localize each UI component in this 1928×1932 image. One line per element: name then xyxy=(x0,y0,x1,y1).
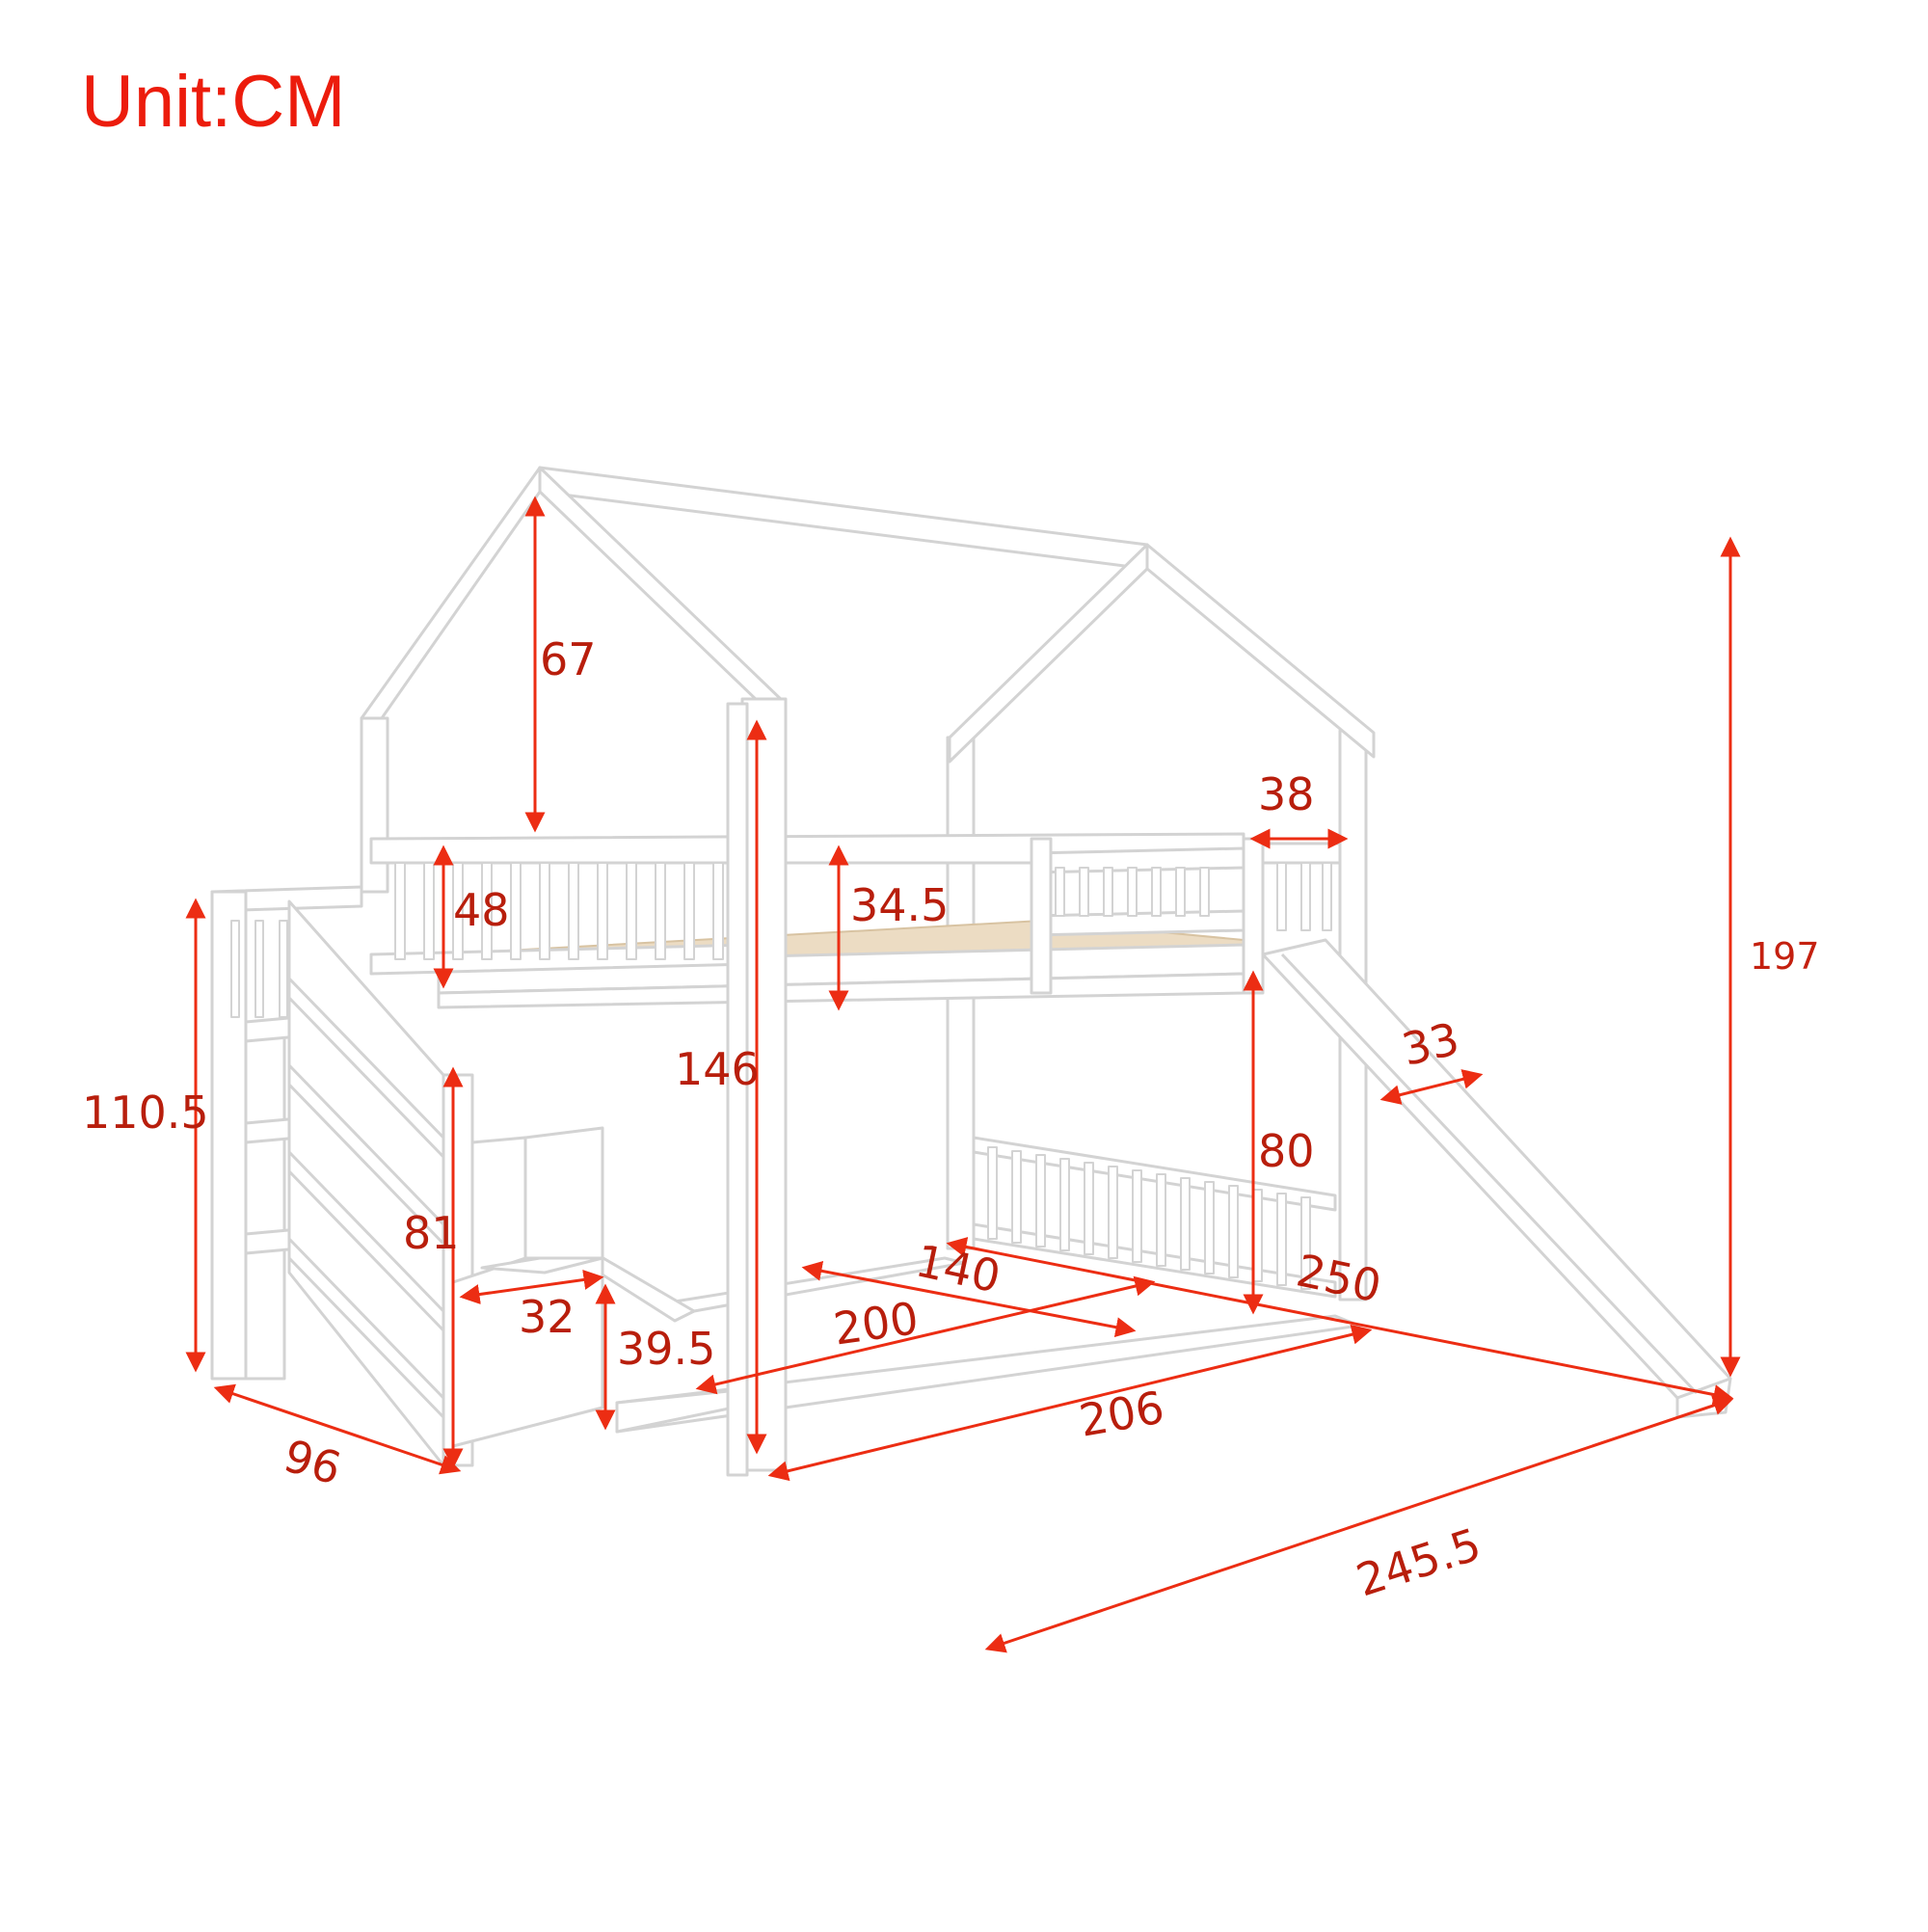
dim-step-height: 39.5 xyxy=(617,1323,715,1375)
dimension-lines xyxy=(185,496,1741,1653)
dim-total-height: 197 xyxy=(1750,935,1820,978)
dim-frame-length: 206 xyxy=(1076,1381,1168,1446)
dim-stair-height: 110.5 xyxy=(82,1087,209,1139)
dim-line-step-depth xyxy=(459,1270,604,1304)
roof-frame xyxy=(360,466,1376,894)
slide xyxy=(1261,938,1732,1419)
dim-length-with-slide: 250 xyxy=(1292,1244,1385,1312)
dim-slide-width: 33 xyxy=(1397,1012,1463,1076)
dim-line-total-length xyxy=(984,1395,1734,1653)
dim-step-depth: 32 xyxy=(519,1291,576,1343)
dim-under-clearance: 80 xyxy=(1258,1125,1315,1177)
dim-stair-box-height: 81 xyxy=(403,1207,460,1259)
dim-rail-gap: 34.5 xyxy=(850,879,949,931)
dim-upper-rail-height: 48 xyxy=(453,884,510,936)
unit-label: Unit:CM xyxy=(81,61,346,143)
dim-upper-guard-width: 38 xyxy=(1258,768,1315,820)
dim-roof-height: 67 xyxy=(540,633,597,685)
dim-post-height: 146 xyxy=(675,1043,760,1095)
dim-bed-width: 140 xyxy=(911,1234,1004,1302)
dim-bed-length: 200 xyxy=(830,1292,921,1355)
dim-stair-depth: 96 xyxy=(279,1430,347,1495)
dim-total-length: 245.5 xyxy=(1351,1517,1487,1606)
dim-line-slide-width xyxy=(1379,1069,1484,1105)
dim-line-length-with-slide xyxy=(946,1237,1734,1405)
dim-line-stair-depth xyxy=(213,1383,462,1475)
